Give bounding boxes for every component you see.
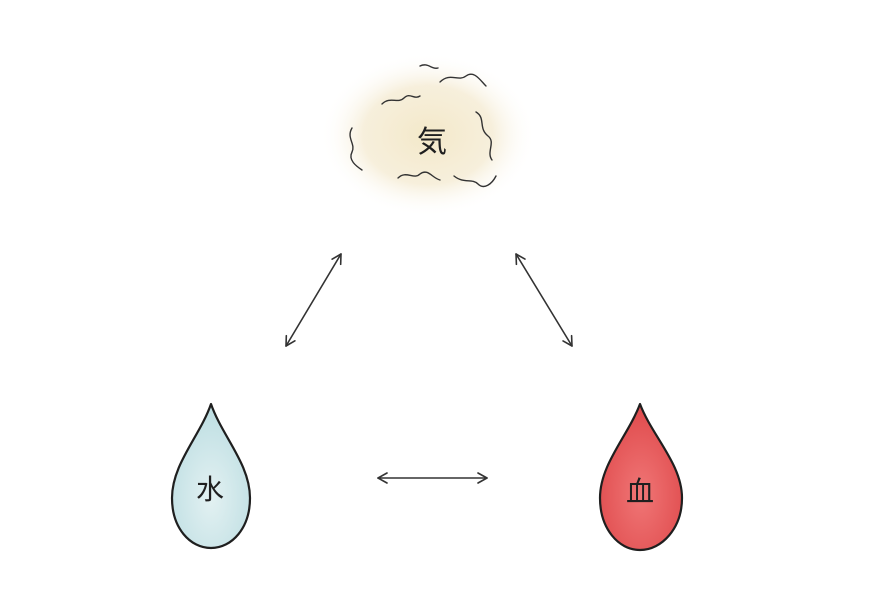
ki-wavy-line (439, 73, 487, 87)
ki-wavy-line (397, 171, 441, 181)
node-sui-droplet (170, 402, 252, 550)
ki-cloud-shape (320, 53, 536, 217)
ki-wavy-line (381, 95, 421, 105)
ki-wavy-line (453, 175, 497, 188)
ki-wavy-line (349, 127, 363, 171)
node-ki (320, 53, 536, 217)
edge-ki-sui-arrow (285, 253, 342, 347)
edge-ki-ketsu-arrow (515, 253, 573, 347)
node-ketsu-droplet (598, 402, 684, 552)
ki-wavy-line (475, 111, 493, 161)
ki-wavy-line (419, 64, 439, 70)
